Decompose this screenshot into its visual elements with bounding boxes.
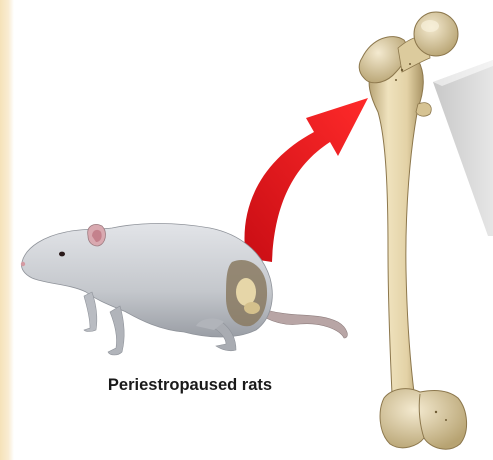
rat-caption: Periestropaused rats	[40, 376, 340, 395]
zoom-callout-panel	[433, 60, 493, 236]
red-curved-arrow	[244, 98, 368, 262]
rat-illustration	[21, 224, 348, 356]
